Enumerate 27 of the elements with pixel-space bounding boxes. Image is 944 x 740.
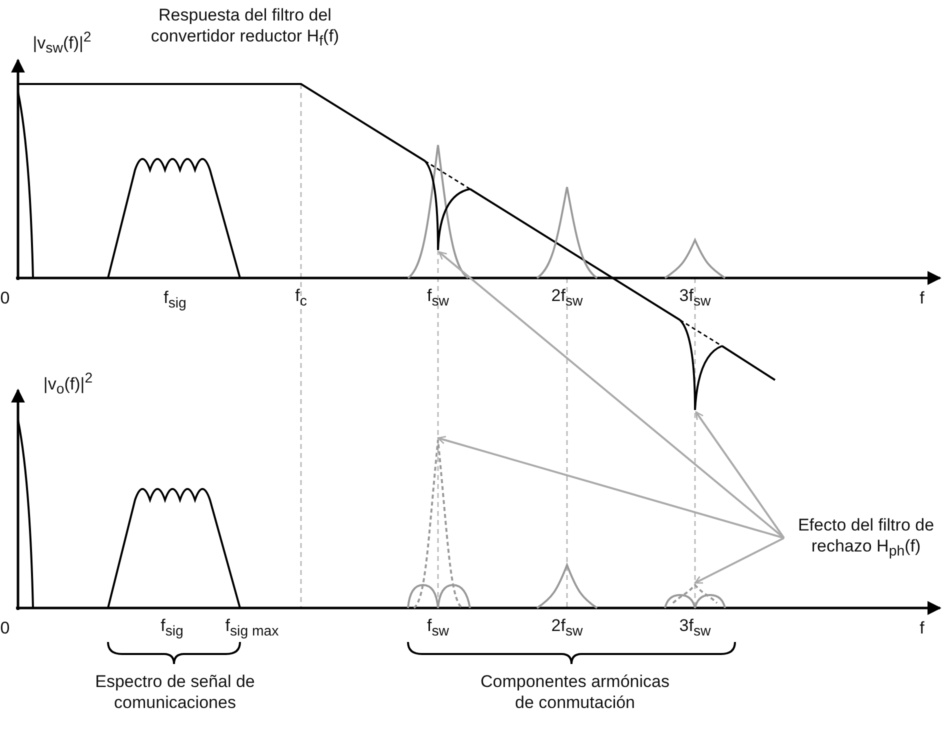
tick-label: 3f$_{sw}$: [679, 284, 711, 312]
tick-label: 2f$_{sw}$: [551, 614, 583, 642]
tick-label: f$_{c}$: [295, 284, 307, 312]
tick-label: 0: [0, 617, 10, 639]
curve-caption: Respuesta del filtro del convertidor reductor H$_{f}$(f): [150, 4, 340, 52]
leader-arrow: [437, 436, 784, 539]
brace-caption: Espectro de señal de comunicaciones: [94, 670, 256, 714]
tick-label: f: [920, 617, 924, 639]
dashed-peak: [672, 584, 718, 604]
leader-arrow: [695, 411, 785, 539]
tick-label: f$_{sig}$: [160, 614, 184, 642]
tick-label: f$_{sig max}$: [225, 614, 279, 642]
tick-label: 2f$_{sw}$: [551, 284, 583, 312]
tick-label: 0: [0, 287, 10, 309]
tick-label: f$_{sig}$: [164, 286, 186, 314]
tick-label: 3f$_{sw}$: [679, 614, 711, 642]
annotation-text: Efecto del filtro de rechazo H$_{ph}$(f): [786, 514, 944, 562]
tick-label: f$_{sw}$: [426, 284, 450, 312]
notch-curve: [679, 319, 722, 411]
dashed-peak: [413, 439, 463, 609]
axis-label: |v$_{sw}$(f)|$^{2}$: [32, 30, 92, 58]
brace-caption: Componentes armónicas de conmutación: [480, 670, 670, 714]
tick-label: f: [920, 287, 924, 309]
axis-label: |v$_{o}$(f)|$^{2}$: [43, 370, 93, 400]
notch-curve: [424, 160, 470, 251]
leader-arrow: [694, 537, 784, 584]
tick-label: f$_{sw}$: [426, 614, 450, 642]
